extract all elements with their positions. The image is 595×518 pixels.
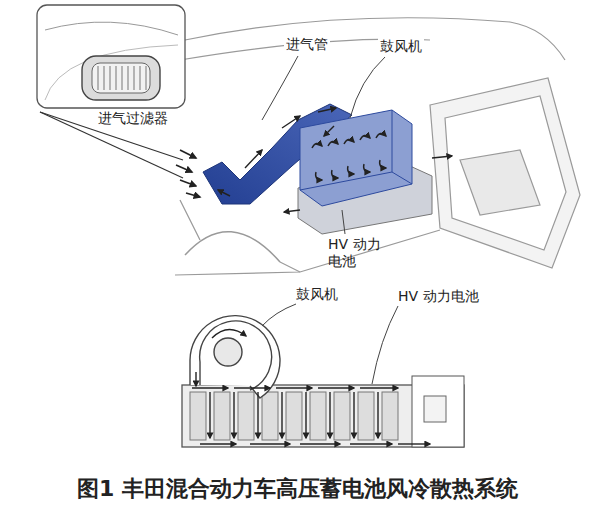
- drawing-part: [312, 143, 322, 148]
- drawing-part: [376, 133, 386, 138]
- drawing-part: [300, 443, 340, 444]
- drawing-part: [358, 392, 374, 440]
- inset-filter: [37, 5, 185, 108]
- drawing-part: [328, 141, 338, 146]
- drawing-part: [310, 392, 326, 440]
- drawing-part: [209, 392, 210, 438]
- drawing-part: [432, 156, 452, 158]
- drawing-part: [233, 392, 234, 438]
- housing-edge: [300, 110, 412, 190]
- drawing-part: [382, 392, 398, 440]
- drawing-part: [329, 392, 330, 438]
- drawing-part: [200, 443, 236, 444]
- drawing-part: [348, 166, 354, 174]
- drawing-part: [364, 164, 370, 172]
- drawing-part: [398, 443, 430, 444]
- drawing-part: [45, 22, 178, 35]
- drawing-part: [195, 372, 196, 386]
- drawing-part: [186, 193, 200, 197]
- part-label: 鼓风机: [378, 38, 424, 55]
- car-body: [175, 18, 580, 275]
- drawing-part: [190, 392, 206, 440]
- drawing-part: [176, 165, 192, 172]
- drawing-part: [424, 396, 446, 422]
- drawing-part: [214, 338, 242, 366]
- drawing-part: [380, 160, 386, 168]
- drawing-part: [214, 392, 230, 440]
- drawing-part: [286, 392, 302, 440]
- drawing-part: [372, 306, 398, 384]
- drawing-part: [185, 232, 280, 262]
- leader-line: [262, 56, 385, 234]
- drawing-part: [284, 210, 300, 212]
- drawing-part: [45, 45, 178, 100]
- drawing-part: [350, 57, 385, 118]
- drawing-part: [430, 78, 580, 268]
- drawing-part: [360, 387, 398, 388]
- air-arrows: [218, 108, 452, 212]
- drawing-part: [212, 329, 246, 338]
- drawing-part: [234, 387, 270, 388]
- figure-caption: 图1 丰田混合动力车高压蓄电池风冷散热系统: [0, 474, 595, 504]
- drawing-part: [276, 387, 312, 388]
- drawing-part: [318, 387, 354, 388]
- part-label: 鼓风机: [294, 286, 340, 303]
- drawing-part: [98, 66, 146, 90]
- drawing-part: [324, 126, 334, 136]
- drawing-part: [37, 5, 185, 108]
- drawing-part: [350, 443, 392, 444]
- drawing-part: [460, 150, 540, 215]
- drawing-part: [257, 392, 258, 438]
- drawing-part: [377, 392, 378, 438]
- part-label: HV 动力电池: [396, 288, 481, 305]
- section-arrows: [192, 329, 430, 444]
- drawing-part: [180, 200, 200, 240]
- drawing-part: [280, 262, 300, 272]
- leader-line: [262, 304, 398, 384]
- part-label: 进气管: [284, 36, 330, 53]
- drawing-part: [190, 316, 280, 398]
- drawing-part: [82, 56, 160, 100]
- drawing-part: [360, 135, 370, 140]
- drawing-part: [344, 139, 354, 144]
- drawing-part: [192, 387, 228, 388]
- drawing-part: [262, 392, 278, 440]
- drawing-part: [353, 392, 354, 438]
- drawing-part: [342, 210, 345, 234]
- drawing-part: [282, 116, 300, 128]
- part-label: HV 动力 电池: [326, 236, 390, 270]
- drawing-part: [262, 304, 296, 326]
- drawing-part: [218, 190, 230, 196]
- drawing-part: [334, 392, 350, 440]
- drawing-part: [92, 63, 150, 93]
- drawing-part: [445, 96, 566, 250]
- intake-arrows: [176, 150, 200, 197]
- drawing-part: [318, 108, 336, 112]
- drawing-part: [190, 392, 398, 440]
- drawing-part: [175, 230, 440, 275]
- drawing-part: [332, 170, 338, 178]
- part-label: 进气过滤器: [96, 110, 170, 127]
- drawing-part: [250, 443, 290, 444]
- drawing-part: [245, 150, 262, 168]
- drawing-part: [200, 321, 272, 390]
- blower-housing: [300, 110, 412, 206]
- drawing-part: [281, 392, 282, 438]
- section-blower: [190, 316, 280, 398]
- drawing-part: [180, 150, 196, 158]
- section-battery: [182, 376, 464, 447]
- drawing-part: [262, 56, 298, 120]
- drawing-part: [412, 376, 464, 447]
- drawing-part: [180, 180, 196, 186]
- drawing-part: [238, 392, 254, 440]
- drawing-part: [305, 392, 306, 438]
- drawing-part: [316, 172, 322, 180]
